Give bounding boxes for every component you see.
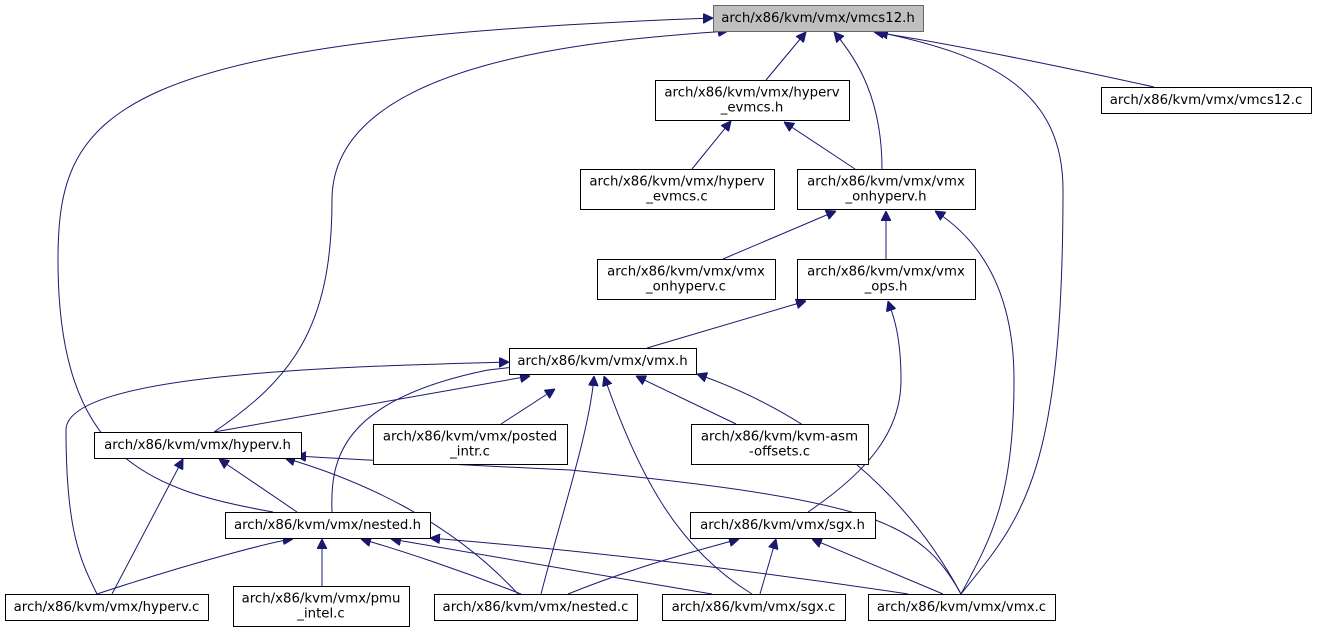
node-label: arch/x86/kvm/vmx/vmx — [607, 265, 765, 280]
edge-nested-c-to-vmx-h — [540, 376, 594, 595]
node-box — [373, 424, 568, 465]
node-label: arch/x86/kvm/vmx/nested.c — [443, 600, 629, 615]
node-label: arch/x86/kvm/vmx/vmx — [807, 265, 965, 280]
node-kvm-asm-offsets-c[interactable]: arch/x86/kvm/kvm-asm-offsets.c — [691, 424, 869, 465]
edge-vmx-c-to-sgx-h — [812, 539, 944, 595]
node-hyperv-evmcs-c[interactable]: arch/x86/kvm/vmx/hyperv_evmcs.c — [580, 169, 775, 210]
node-box — [434, 594, 638, 621]
node-label: arch/x86/kvm/vmx/sgx.h — [700, 518, 865, 533]
edge-vmx-onhyperv-h-to-hyperv-evmcs-h — [784, 122, 856, 170]
node-box — [597, 259, 776, 300]
edge-vmx-c-to-vmx-h — [697, 374, 962, 595]
node-label: -offsets.c — [749, 445, 810, 460]
node-label: arch/x86/kvm/vmx/vmx.c — [877, 600, 1046, 615]
node-hyperv-h[interactable]: arch/x86/kvm/vmx/hyperv.h — [94, 432, 302, 459]
node-box — [868, 594, 1056, 621]
node-vmx-onhyperv-h[interactable]: arch/x86/kvm/vmx/vmx_onhyperv.h — [797, 169, 976, 210]
edge-hyperv-evmcs-c-to-hyperv-evmcs-h — [691, 121, 731, 170]
edge-nested-h-to-vmcs12-h — [57, 18, 713, 513]
node-label: _ops.h — [864, 280, 908, 295]
edge-hyperv-c-to-hyperv-h — [111, 459, 183, 595]
edge-sgx-c-to-nested-h — [391, 539, 713, 595]
edge-vmcs12-c-to-vmcs12-h — [874, 32, 1155, 88]
node-hyperv-evmcs-h[interactable]: arch/x86/kvm/vmx/hyperv_evmcs.h — [655, 80, 850, 121]
edge-nested-c-to-nested-h — [361, 539, 522, 595]
node-box — [797, 169, 976, 210]
node-vmx-h[interactable]: arch/x86/kvm/vmx/vmx.h — [509, 348, 697, 375]
node-label: arch/x86/kvm/vmx/nested.h — [234, 518, 421, 533]
edge-sgx-c-to-sgx-h — [759, 539, 776, 595]
node-label: _onhyperv.h — [844, 190, 926, 205]
edge-nested-h-to-vmx-h — [331, 364, 540, 513]
node-label: arch/x86/kvm/vmx/sgx.c — [672, 600, 836, 615]
node-sgx-c[interactable]: arch/x86/kvm/vmx/sgx.c — [662, 594, 846, 621]
node-box — [580, 169, 775, 210]
node-box — [225, 512, 431, 539]
edge-hyperv-c-to-nested-h — [96, 539, 293, 595]
node-box — [797, 259, 976, 300]
edge-vmx-h-to-vmx-ops-h — [646, 301, 806, 349]
node-box — [94, 432, 302, 459]
node-label: arch/x86/kvm/vmx/posted — [383, 430, 557, 445]
node-vmcs12-c[interactable]: arch/x86/kvm/vmx/vmcs12.c — [1101, 87, 1312, 114]
edge-kvm-asm-offsets-c-to-vmx-h — [636, 376, 737, 425]
node-sgx-h[interactable]: arch/x86/kvm/vmx/sgx.h — [690, 512, 876, 539]
edge-hyperv-h-to-vmx-h — [213, 376, 530, 433]
node-nested-c[interactable]: arch/x86/kvm/vmx/nested.c — [434, 594, 638, 621]
edge-vmx-c-to-vmcs12-h — [878, 32, 1064, 595]
edge-hyperv-evmcs-h-to-vmcs12-h — [765, 32, 806, 81]
node-label: _intel.c — [296, 607, 344, 622]
edge-posted-intr-c-to-vmx-h — [500, 389, 555, 425]
node-vmcs12-h[interactable]: arch/x86/kvm/vmx/vmcs12.h — [713, 5, 924, 32]
node-box — [691, 424, 869, 465]
node-label: arch/x86/kvm/vmx/hyperv.h — [104, 438, 291, 453]
node-label: _evmcs.c — [645, 190, 707, 205]
node-label: arch/x86/kvm/vmx/hyperv — [664, 86, 839, 101]
node-label: arch/x86/kvm/vmx/vmcs12.h — [721, 11, 915, 26]
node-label: arch/x86/kvm/vmx/vmcs12.c — [1110, 93, 1303, 108]
edge-vmx-onhyperv-h-to-vmcs12-h — [834, 32, 883, 170]
node-box — [713, 5, 924, 32]
edge-vmx-c-to-vmx-onhyperv-h — [935, 211, 1015, 595]
node-label: _intr.c — [449, 445, 490, 460]
node-pmu-intel-c[interactable]: arch/x86/kvm/vmx/pmu_intel.c — [233, 586, 410, 627]
node-box — [5, 594, 209, 621]
edge-sgx-c-to-vmx-h — [604, 376, 753, 595]
node-nested-h[interactable]: arch/x86/kvm/vmx/nested.h — [225, 512, 431, 539]
node-vmx-onhyperv-c[interactable]: arch/x86/kvm/vmx/vmx_onhyperv.c — [597, 259, 776, 300]
edge-nested-h-to-hyperv-h — [219, 459, 298, 513]
node-label: arch/x86/kvm/vmx/vmx.h — [517, 354, 687, 369]
node-label: arch/x86/kvm/vmx/hyperv — [589, 175, 764, 190]
node-hyperv-c[interactable]: arch/x86/kvm/vmx/hyperv.c — [5, 594, 209, 621]
node-box — [690, 512, 876, 539]
node-label: _evmcs.h — [720, 101, 784, 116]
nodes-layer: arch/x86/kvm/vmx/vmcs12.h arch/x86/kvm/vm… — [5, 5, 1312, 627]
node-vmx-ops-h[interactable]: arch/x86/kvm/vmx/vmx_ops.h — [797, 259, 976, 300]
edge-nested-c-to-sgx-h — [567, 539, 739, 595]
edge-nested-c-to-hyperv-h — [285, 458, 519, 595]
node-box — [1101, 87, 1312, 114]
node-label: _onhyperv.c — [645, 280, 726, 295]
edge-vmx-c-to-nested-h — [430, 538, 909, 595]
node-vmx-c[interactable]: arch/x86/kvm/vmx/vmx.c — [868, 594, 1056, 621]
node-box — [509, 348, 697, 375]
edges-layer — [57, 18, 1155, 595]
edge-hyperv-c-to-vmx-h — [65, 362, 509, 595]
node-box — [662, 594, 846, 621]
node-label: arch/x86/kvm/vmx/pmu — [242, 592, 401, 607]
node-box — [655, 80, 850, 121]
edge-sgx-h-to-vmx-ops-h — [807, 301, 902, 513]
node-label: arch/x86/kvm/vmx/vmx — [807, 175, 965, 190]
node-box — [233, 586, 410, 627]
edge-hyperv-h-to-vmcs12-h — [213, 31, 728, 433]
node-label: arch/x86/kvm/kvm-asm — [701, 430, 858, 445]
edge-vmx-onhyperv-c-to-vmx-onhyperv-h — [722, 211, 836, 260]
node-posted-intr-c[interactable]: arch/x86/kvm/vmx/posted_intr.c — [373, 424, 568, 465]
node-label: arch/x86/kvm/vmx/hyperv.c — [14, 600, 200, 615]
